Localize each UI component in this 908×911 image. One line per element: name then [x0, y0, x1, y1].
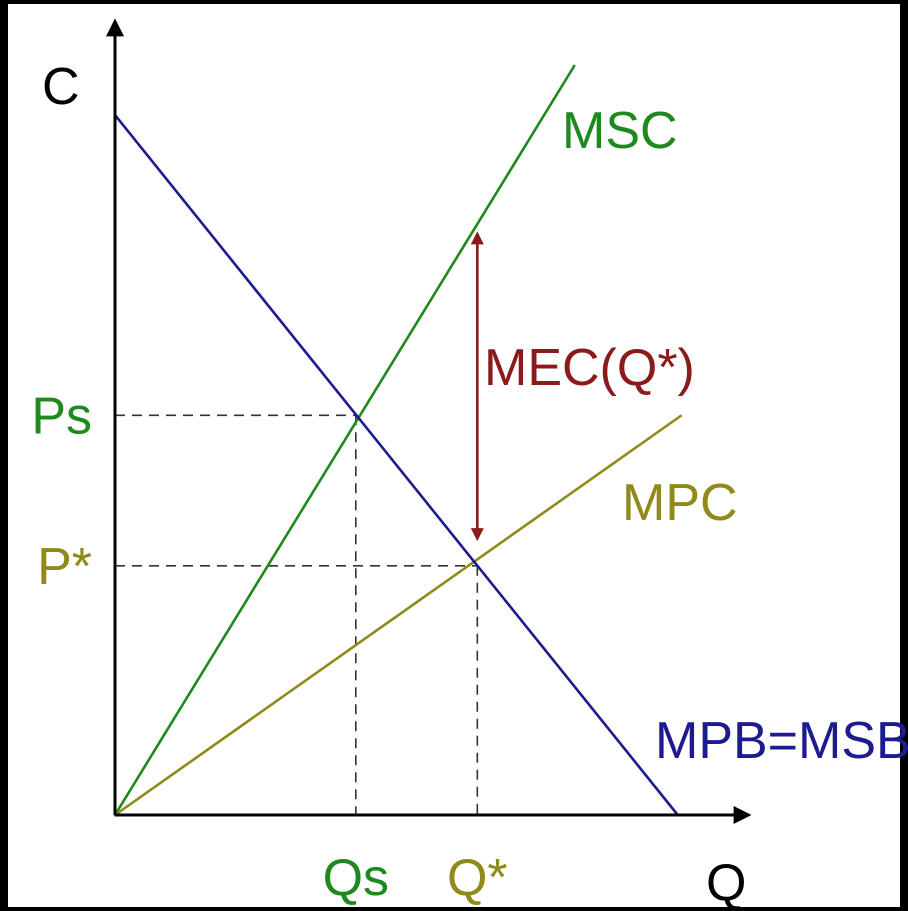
y-tick-label-s: Ps: [31, 387, 92, 445]
series-line-mpc: [113, 414, 682, 817]
chart-panel: [8, 4, 900, 907]
series-label-mpc: MPC: [622, 474, 738, 532]
y-tick-label-star: P*: [37, 538, 92, 596]
series-label-demand: MPB=MSB: [655, 712, 908, 770]
series-line-msc: [113, 64, 576, 817]
series-label-msc: MSC: [562, 102, 678, 160]
y-axis-title: C: [42, 58, 80, 116]
series-line-demand: [113, 113, 680, 817]
mec-annotation-label: MEC(Q*): [484, 339, 695, 397]
x-tick-label-s: Qs: [323, 849, 389, 907]
x-axis-title: Q: [706, 854, 746, 911]
x-tick-label-star: Q*: [447, 849, 508, 907]
